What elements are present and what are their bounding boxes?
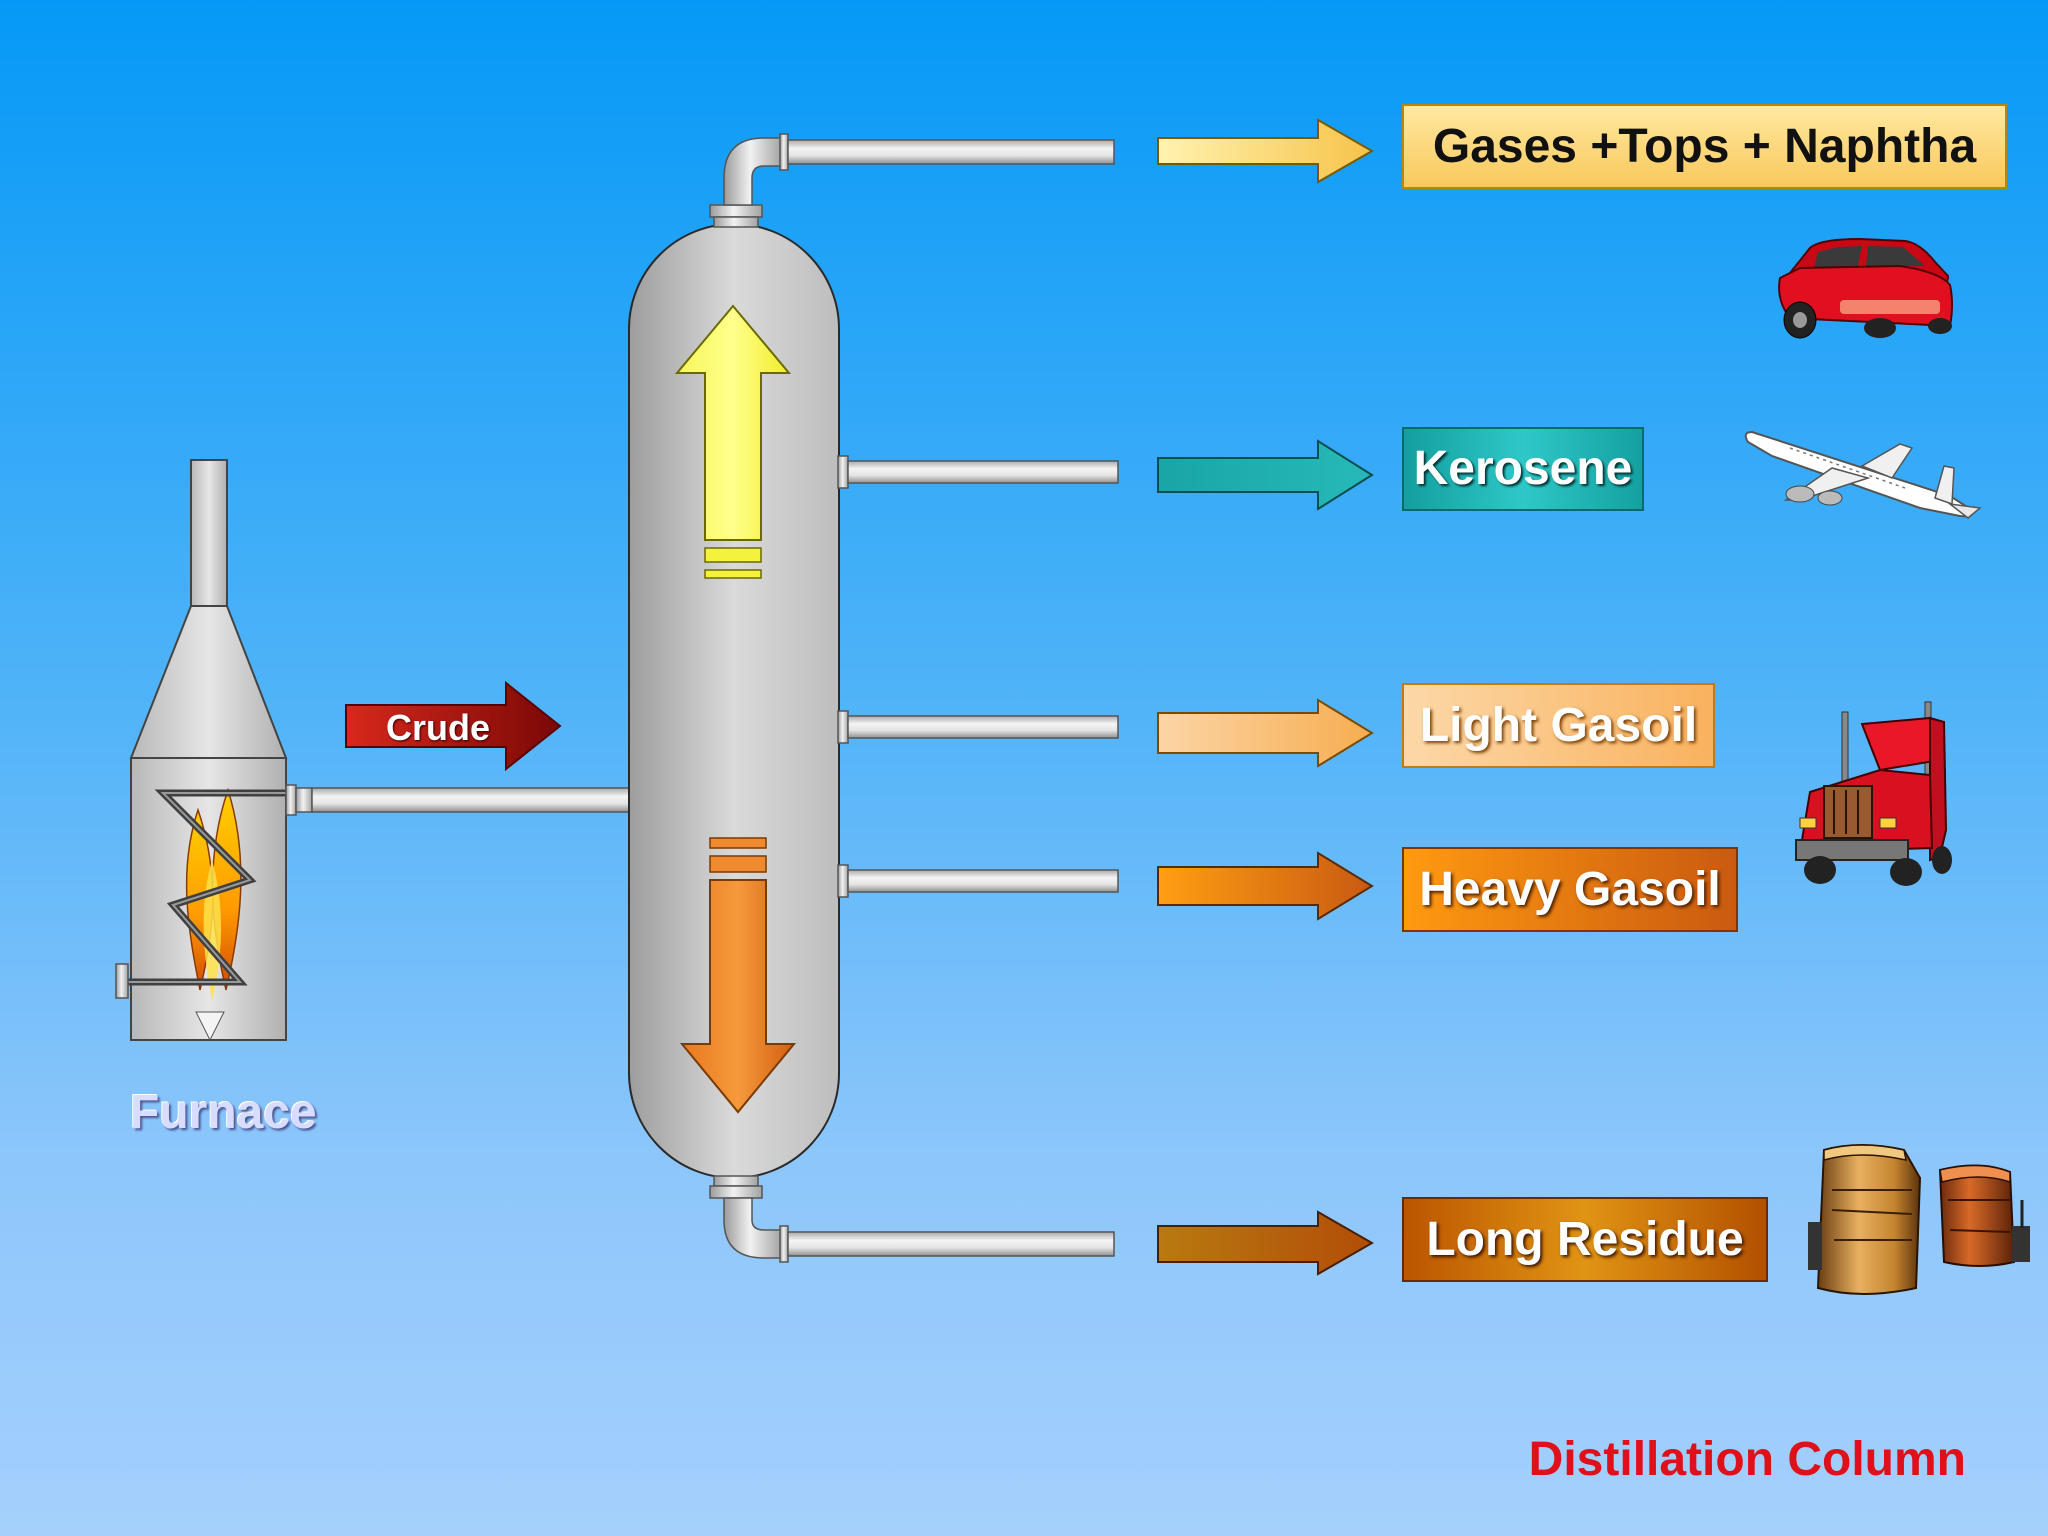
oil-tanks-icon (1808, 1144, 2030, 1295)
furnace-hood (129, 605, 288, 759)
truck-icon (1795, 701, 1952, 886)
down-arrow-icon (679, 837, 797, 1114)
car-icon (1778, 237, 1953, 339)
airplane-icon (1744, 430, 1982, 519)
light-gasoil-label: Light Gasoil (1402, 683, 1715, 768)
distillation-column (628, 133, 1119, 1263)
kerosene-arrow (1157, 439, 1374, 511)
heavy-gasoil-label: Heavy Gasoil (1402, 847, 1738, 932)
furnace-inlet-flange (115, 963, 129, 999)
heavy-gasoil-arrow (1157, 851, 1374, 921)
furnace-label: Furnace (130, 1086, 317, 1139)
furnace (115, 459, 288, 1042)
up-arrow-icon (674, 304, 792, 579)
gases-arrow (1157, 118, 1375, 184)
kerosene-label: Kerosene (1402, 427, 1644, 511)
long-residue-label: Long Residue (1402, 1197, 1768, 1282)
furnace-stack (190, 459, 228, 609)
gases-tops-naphtha-label: Gases +Tops + Naphtha (1402, 104, 2007, 189)
page-title: Distillation Column (1528, 1433, 1966, 1486)
long-residue-arrow (1157, 1210, 1375, 1276)
transfer-pipe (285, 784, 631, 816)
crude-arrow (345, 680, 562, 772)
crude-label: Crude (385, 707, 490, 748)
light-gasoil-arrow (1157, 698, 1374, 768)
